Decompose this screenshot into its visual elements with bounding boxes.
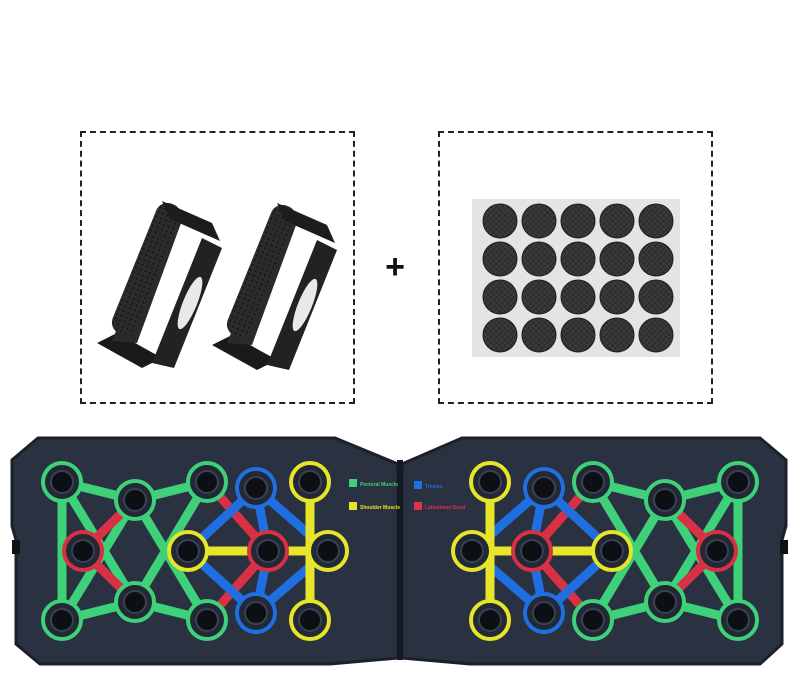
anti-slip-pad bbox=[599, 317, 635, 353]
board-hole-inner bbox=[520, 539, 544, 563]
legend-triceps: Triceps bbox=[425, 484, 443, 490]
legend-right: Triceps Latissimus Dorsi bbox=[414, 481, 466, 511]
board-hole-inner bbox=[195, 608, 219, 632]
board-hole-inner bbox=[195, 470, 219, 494]
board-hole-inner bbox=[71, 539, 95, 563]
board-hole-inner bbox=[653, 488, 677, 512]
board-hole-inner bbox=[123, 488, 147, 512]
board-hole-inner bbox=[581, 470, 605, 494]
board-hole-inner bbox=[244, 601, 268, 625]
anti-slip-pad bbox=[521, 203, 557, 239]
board-hole-inner bbox=[316, 539, 340, 563]
handle-left bbox=[97, 201, 222, 368]
anti-slip-pad bbox=[638, 279, 674, 315]
board-hole-inner bbox=[244, 476, 268, 500]
board-hole-inner bbox=[298, 470, 322, 494]
legend-left: Pectoral Muscle Shoulder Muscle bbox=[349, 479, 400, 511]
anti-slip-pad bbox=[482, 241, 518, 277]
board-hole-inner bbox=[50, 608, 74, 632]
board-hole-inner bbox=[581, 608, 605, 632]
right-latch bbox=[780, 540, 788, 554]
board-hole-inner bbox=[298, 608, 322, 632]
anti-slip-pad bbox=[521, 317, 557, 353]
anti-slip-pad bbox=[599, 279, 635, 315]
board-hinge bbox=[397, 460, 403, 660]
anti-slip-pad bbox=[560, 279, 596, 315]
anti-slip-pad bbox=[521, 279, 557, 315]
legend-shoulder: Shoulder Muscle bbox=[360, 505, 400, 511]
board-hole-inner bbox=[460, 539, 484, 563]
handles-box bbox=[80, 131, 355, 404]
left-latch bbox=[12, 540, 20, 554]
anti-slip-pad bbox=[560, 317, 596, 353]
board-hole-inner bbox=[653, 590, 677, 614]
board-hole-inner bbox=[478, 470, 502, 494]
anti-slip-pad bbox=[638, 317, 674, 353]
legend-pectoral: Pectoral Muscle bbox=[360, 482, 398, 488]
anti-slip-pad bbox=[560, 241, 596, 277]
board-hole-inner bbox=[726, 608, 750, 632]
legend-latissimus: Latissimus Dorsi bbox=[425, 505, 466, 511]
anti-slip-pad bbox=[638, 241, 674, 277]
board-hole-inner bbox=[123, 590, 147, 614]
anti-slip-pad bbox=[599, 203, 635, 239]
anti-slip-pad bbox=[482, 317, 518, 353]
board-hole-inner bbox=[600, 539, 624, 563]
board-hole-inner bbox=[705, 539, 729, 563]
anti-slip-pad bbox=[560, 203, 596, 239]
anti-slip-pad bbox=[482, 279, 518, 315]
board-hole-inner bbox=[532, 601, 556, 625]
push-up-handle-icon bbox=[97, 201, 337, 370]
board-hole-inner bbox=[256, 539, 280, 563]
push-up-board: Pectoral Muscle Shoulder Muscle Triceps … bbox=[10, 436, 788, 666]
board-hole-inner bbox=[50, 470, 74, 494]
board-hole-inner bbox=[176, 539, 200, 563]
anti-slip-pad bbox=[521, 241, 557, 277]
handle-right bbox=[212, 203, 337, 370]
anti-slip-pad bbox=[638, 203, 674, 239]
anti-slip-pad bbox=[599, 241, 635, 277]
board-hole-inner bbox=[478, 608, 502, 632]
board-hole-inner bbox=[532, 476, 556, 500]
board-hole-inner bbox=[726, 470, 750, 494]
plus-sign: + bbox=[385, 248, 405, 286]
anti-slip-pad bbox=[482, 203, 518, 239]
pads-box bbox=[438, 131, 713, 404]
anti-slip-pad-icon bbox=[472, 199, 680, 357]
